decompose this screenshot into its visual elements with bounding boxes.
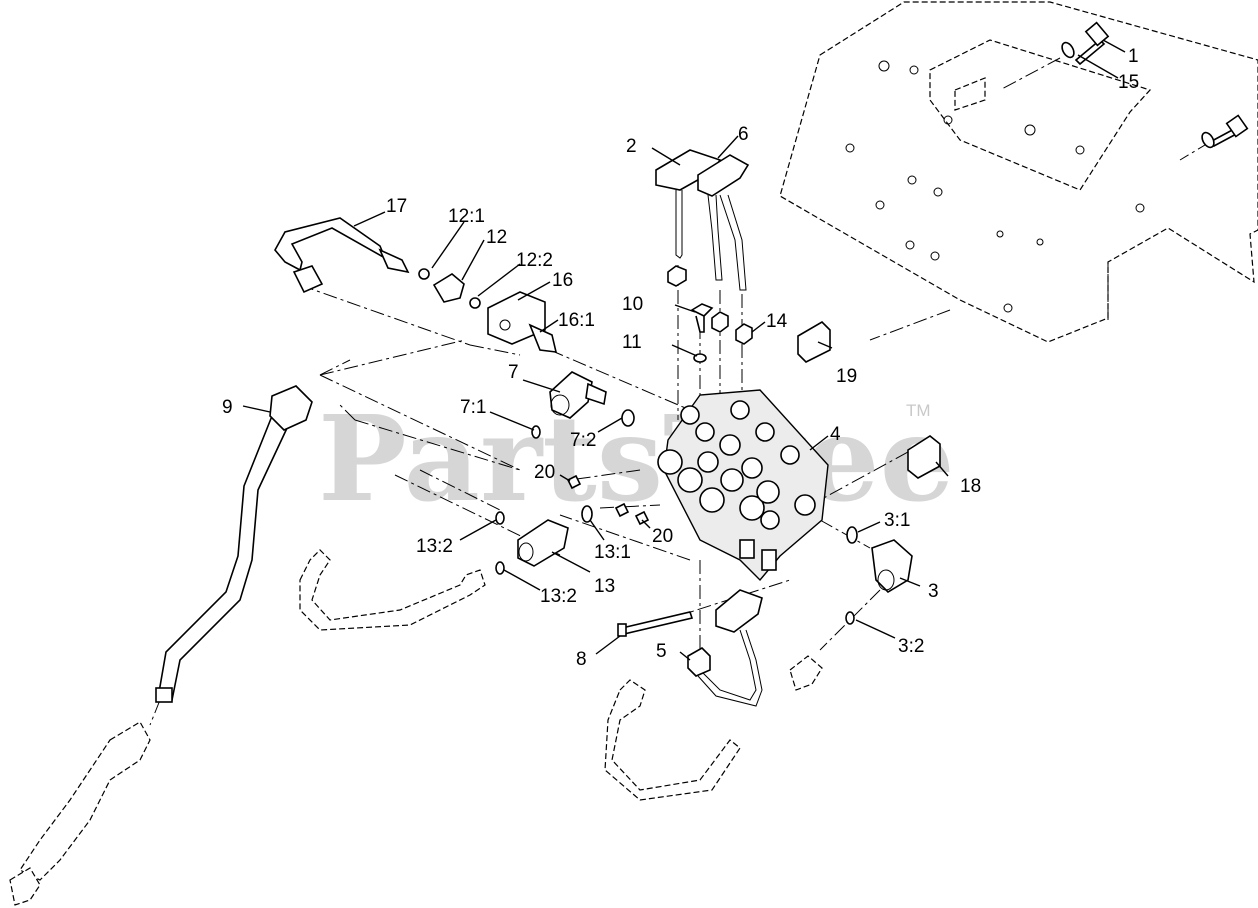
- label-13: 13: [594, 576, 615, 597]
- o-ring-13-2-lower: [495, 561, 505, 575]
- watermark-brand: PartsTree: [318, 389, 955, 528]
- tube-17: [274, 217, 410, 294]
- label-18: 18: [960, 476, 981, 497]
- label-12: 12: [486, 227, 507, 248]
- o-ring-3-1: [846, 526, 858, 544]
- fitting-12: [432, 273, 465, 303]
- o-ring-13-1: [581, 505, 593, 523]
- control-valve-4: [657, 389, 829, 582]
- hose-ghosts: [9, 549, 823, 906]
- pin-8: [620, 611, 694, 635]
- nut-10: [667, 265, 687, 287]
- label-16-1: 16:1: [558, 310, 595, 331]
- label-20-right: 20: [652, 526, 673, 547]
- o-ring-12-2: [469, 297, 481, 309]
- nut-center: [711, 311, 729, 333]
- label-7-1: 7:1: [460, 397, 486, 418]
- watermark-trademark: TM: [906, 401, 931, 420]
- label-9: 9: [222, 397, 233, 418]
- o-ring-12-1: [418, 268, 430, 280]
- label-7-2: 7:2: [570, 430, 596, 451]
- label-1: 1: [1128, 46, 1139, 67]
- valve-16: [487, 291, 558, 353]
- tube-9: [155, 385, 313, 703]
- label-8: 8: [576, 649, 587, 670]
- bolt-10: [690, 303, 714, 333]
- label-13-2-lower: 13:2: [540, 586, 577, 607]
- callout-labels: 1 15 2 6 17 12:1 12 12:2 16 16:1 10 14 1…: [222, 46, 1139, 670]
- label-4: 4: [830, 424, 841, 445]
- label-3-1: 3:1: [884, 510, 910, 531]
- label-7: 7: [508, 362, 519, 383]
- label-20-left: 20: [534, 462, 555, 483]
- label-12-2: 12:2: [516, 250, 553, 271]
- o-ring-3-2: [845, 611, 855, 625]
- label-17: 17: [386, 196, 407, 217]
- plug-20-right: [634, 510, 650, 526]
- label-13-1: 13:1: [594, 542, 631, 563]
- plug-small: [614, 502, 630, 518]
- elbow-7: [549, 371, 607, 419]
- bolt-right: [1201, 114, 1249, 149]
- label-16: 16: [552, 270, 573, 291]
- nut-14: [735, 323, 753, 345]
- label-12-1: 12:1: [448, 206, 485, 227]
- pin-8-head: [617, 623, 627, 637]
- elbow-3: [871, 539, 913, 594]
- o-ring-7-1: [531, 425, 541, 439]
- lever-handle-6: [697, 154, 750, 291]
- label-3: 3: [928, 581, 939, 602]
- label-5: 5: [656, 641, 667, 662]
- label-13-2-upper: 13:2: [416, 536, 453, 557]
- label-11: 11: [622, 332, 642, 353]
- label-2: 2: [626, 136, 637, 157]
- lever-handle-2: [655, 149, 722, 259]
- label-19: 19: [836, 366, 857, 387]
- label-6: 6: [738, 124, 749, 145]
- leader-lines: [242, 39, 1126, 661]
- tee-fitting-13: [517, 519, 569, 567]
- block-19: [797, 320, 831, 363]
- plug-20-left: [566, 474, 582, 490]
- label-15: 15: [1118, 72, 1139, 93]
- frame-ghost: [779, 1, 1258, 343]
- label-14: 14: [766, 311, 788, 332]
- o-ring-13-2-upper: [495, 511, 505, 525]
- o-ring-7-2: [621, 409, 635, 427]
- lever-5: [687, 589, 763, 707]
- label-3-2: 3:2: [898, 636, 924, 657]
- assembly-lines: [149, 57, 1211, 726]
- label-10: 10: [622, 294, 643, 315]
